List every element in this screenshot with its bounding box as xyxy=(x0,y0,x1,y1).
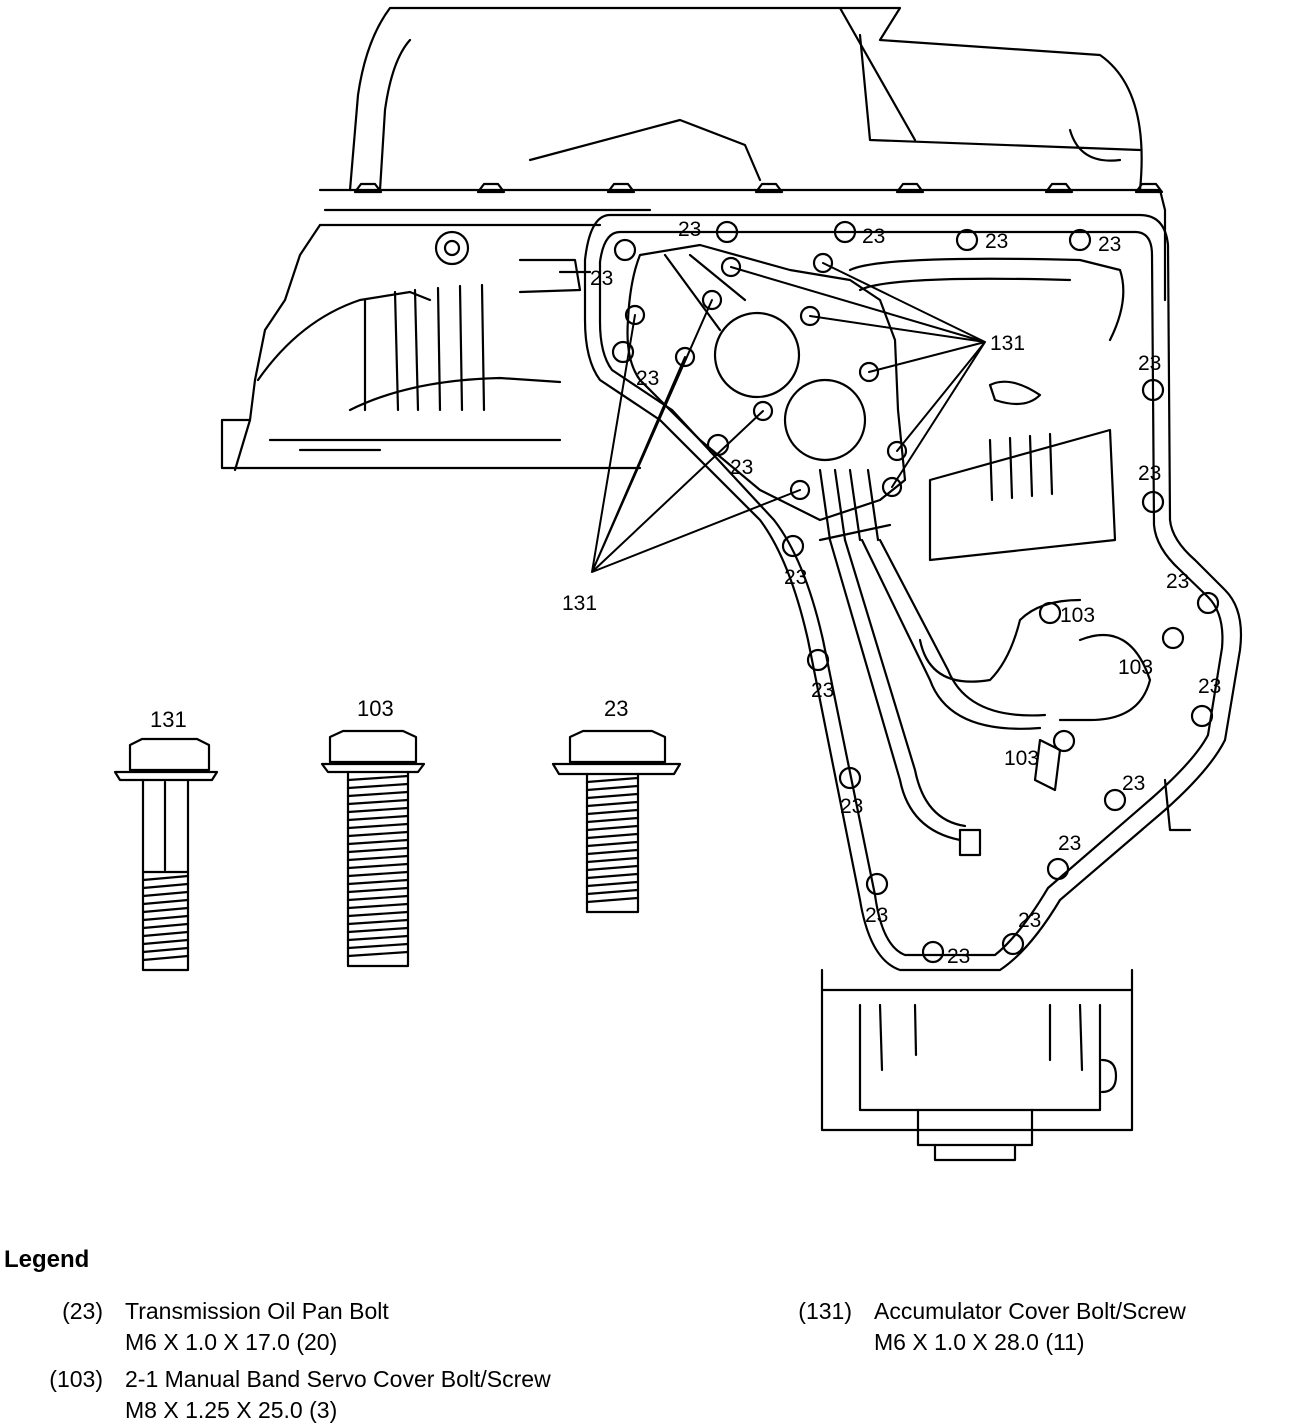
servo-bolt-illustration xyxy=(320,729,426,968)
callout-pan-bolt: 23 xyxy=(1198,675,1221,698)
leader-lines xyxy=(591,262,986,573)
legend-spec: M6 X 1.0 X 28.0 (11) xyxy=(874,1329,1085,1355)
legend-spec: M8 X 1.25 X 25.0 (3) xyxy=(125,1397,338,1423)
axle-housing xyxy=(220,223,642,472)
callout-pan-bolt: 23 xyxy=(862,225,885,248)
legend-name: 2-1 Manual Band Servo Cover Bolt/Screw xyxy=(125,1366,551,1392)
pan-bolt-label: 23 xyxy=(604,696,628,721)
callout-pan-bolt: 23 xyxy=(1098,233,1121,256)
legend-entry-servo-bolt: (103) 2-1 Manual Band Servo Cover Bolt/S… xyxy=(0,1364,700,1426)
legend-name: Accumulator Cover Bolt/Screw xyxy=(874,1298,1186,1324)
pan-bolts xyxy=(611,220,1220,964)
legend: Legend (23) Transmission Oil Pan Bolt M6… xyxy=(0,1240,1312,1423)
legend-code: (131) xyxy=(798,1298,852,1324)
servo-bolt-label: 103 xyxy=(357,696,394,721)
callout-labels: 23 23 23 23 23 23 23 23 23 23 23 23 23 2… xyxy=(562,218,1221,968)
callout-pan-bolt: 23 xyxy=(678,218,701,241)
callout-pan-bolt: 23 xyxy=(1058,832,1081,855)
callout-pan-bolt: 23 xyxy=(811,679,834,702)
callout-pan-bolt: 23 xyxy=(865,904,888,927)
callout-accumulator-bolt: 131 xyxy=(562,592,597,615)
callout-pan-bolt: 23 xyxy=(1122,772,1145,795)
callout-servo-bolt: 103 xyxy=(1118,656,1153,679)
callout-pan-bolt: 23 xyxy=(1138,352,1161,375)
legend-title: Legend xyxy=(4,1246,90,1273)
legend-code: (23) xyxy=(62,1298,103,1324)
legend-code: (103) xyxy=(49,1366,103,1392)
callout-accumulator-bolt: 131 xyxy=(990,332,1025,355)
legend-name: Transmission Oil Pan Bolt xyxy=(125,1298,389,1324)
bolt-labels: 131 103 23 xyxy=(150,696,628,732)
callout-pan-bolt: 23 xyxy=(985,230,1008,253)
callout-pan-bolt: 23 xyxy=(1166,570,1189,593)
callout-pan-bolt: 23 xyxy=(947,945,970,968)
callout-servo-bolt: 103 xyxy=(1004,747,1039,770)
callout-pan-bolt: 23 xyxy=(1138,462,1161,485)
callout-pan-bolt: 23 xyxy=(840,795,863,818)
callout-servo-bolt: 103 xyxy=(1060,604,1095,627)
legend-entry-pan-bolt: (23) Transmission Oil Pan Bolt M6 X 1.0 … xyxy=(0,1296,640,1358)
callout-pan-bolt: 23 xyxy=(1018,909,1041,932)
callout-pan-bolt: 23 xyxy=(636,367,659,390)
upper-case xyxy=(318,6,1167,302)
callout-pan-bolt: 23 xyxy=(730,456,753,479)
legend-spec: M6 X 1.0 X 17.0 (20) xyxy=(125,1329,338,1355)
oil-pan xyxy=(583,213,1243,1162)
accumulator-bolt-label: 131 xyxy=(150,707,187,732)
callout-pan-bolt: 23 xyxy=(590,267,613,290)
legend-entry-accumulator-bolt: (131) Accumulator Cover Bolt/Screw M6 X … xyxy=(760,1296,1300,1358)
pan-bolt-illustration xyxy=(551,729,682,914)
accumulator-bolts xyxy=(624,252,908,501)
callout-pan-bolt: 23 xyxy=(784,566,807,589)
accumulator-bolt-illustration xyxy=(113,737,219,972)
